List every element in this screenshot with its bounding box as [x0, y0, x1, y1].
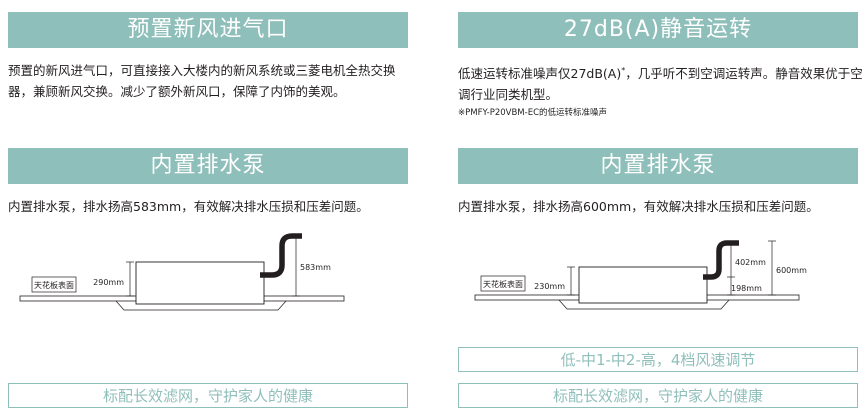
left-dim-unit-height: 290mm	[93, 278, 124, 287]
right-pump-title: 内置排水泵	[600, 153, 716, 178]
right-pump-diagram: 天花板表面 230mm 402mm 198mm 600mm	[474, 240, 807, 310]
left-pump-header: 内置排水泵	[8, 148, 408, 184]
left-ceiling-label-box	[31, 276, 77, 293]
left-dim-lift: 583mm	[300, 263, 331, 272]
right-ceiling-label-box	[480, 275, 526, 292]
left-pump-diagram: 天花板表面 290mm 583mm	[19, 233, 345, 311]
right-pump-description: 内置排水泵，排水扬高600mm，有效解决排水压损和压差问题。	[458, 199, 819, 214]
right-dim-unit-height: 230mm	[534, 282, 565, 291]
quiet-note: ※PMFY-P20VBM-EC的低运转标准噪声	[458, 108, 608, 118]
right-ceiling-label: 天花板表面	[483, 279, 523, 289]
right-grille	[558, 299, 730, 310]
right-pump-header: 内置排水泵	[458, 148, 858, 184]
quiet-desc-part1: 低速运转标准噪声仅27dB(A)	[458, 66, 622, 82]
left-filter-bar: 标配长效滤网，守护家人的健康	[8, 383, 408, 408]
speed-bar: 低-中1-中2-高，4档风速调节	[458, 347, 858, 372]
quiet-description: 低速运转标准噪声仅27dB(A)*，几乎听不到空调运转声。静音效果优于空调行业同…	[458, 60, 863, 105]
left-pump-title: 内置排水泵	[150, 153, 266, 178]
left-pump-description: 内置排水泵，排水扬高583mm，有效解决排水压损和压差问题。	[8, 199, 369, 214]
right-drain-pipe	[703, 240, 739, 280]
quiet-header: 27dB(A)静音运转	[458, 12, 858, 48]
fresh-air-title: 预置新风进气口	[127, 17, 289, 42]
left-drain-pipe	[260, 233, 302, 278]
quiet-desc-part2: ，几乎听不到空调运转声。静音效果优于空调行业同类机型。	[458, 66, 863, 103]
right-dim-total: 600mm	[776, 266, 807, 275]
quiet-title: 27dB(A)静音运转	[563, 17, 753, 42]
left-ceiling-label: 天花板表面	[34, 280, 74, 290]
left-grille	[115, 300, 287, 311]
fresh-air-header: 预置新风进气口	[8, 12, 408, 48]
quiet-desc-sup: *	[621, 66, 626, 75]
right-dim-lower: 198mm	[731, 284, 762, 293]
right-dim-upper: 402mm	[735, 258, 766, 267]
left-indoor-unit	[135, 261, 265, 305]
right-filter-bar: 标配长效滤网，守护家人的健康	[458, 383, 858, 408]
fresh-air-description: 预置的新风进气口，可直接接入大楼内的新风系统或三菱电机全热交换器，兼顾新风交换。…	[8, 63, 396, 99]
right-indoor-unit	[578, 266, 708, 304]
